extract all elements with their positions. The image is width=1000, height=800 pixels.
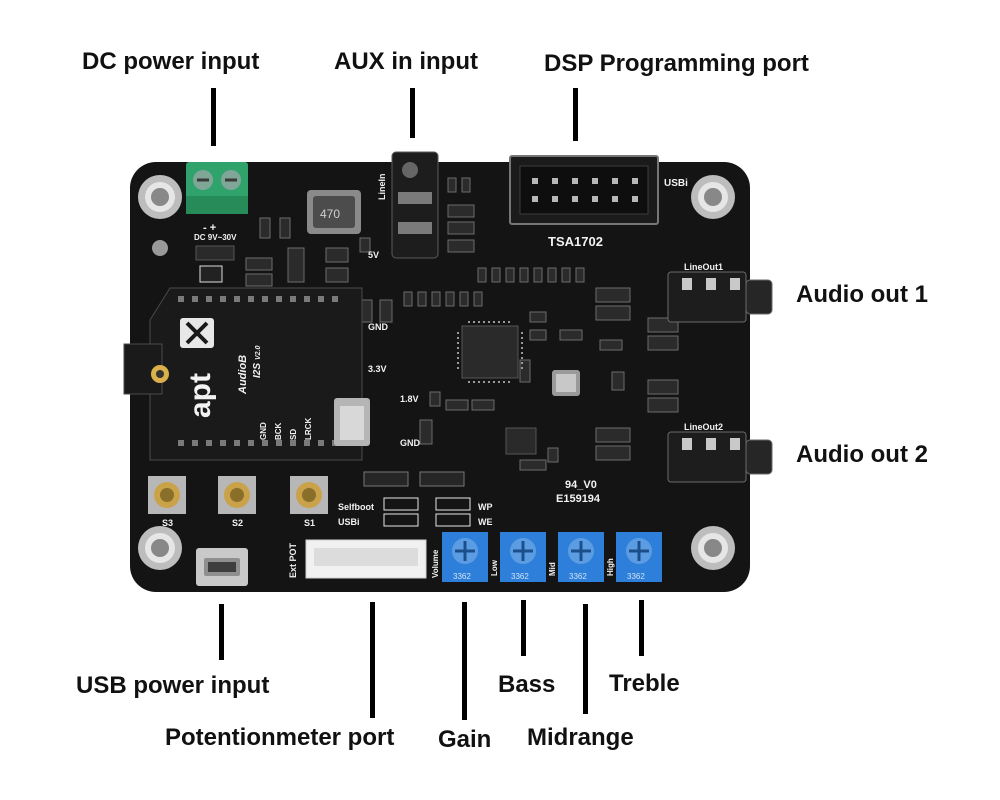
leader-treble (639, 600, 644, 656)
pin-bck: BCK (274, 422, 283, 440)
audio-out-2-jack (667, 431, 773, 483)
label-dc-power-input: DC power input (82, 48, 260, 75)
cert-label-2: E159194 (556, 493, 601, 505)
usb-port (196, 548, 248, 586)
dsp-chip (457, 321, 523, 383)
label-audio-out-1: Audio out 1 (796, 281, 928, 308)
pot-volume (442, 532, 488, 582)
button-s3 (148, 476, 186, 514)
audiob-module (123, 287, 370, 461)
aux-jack (391, 151, 439, 259)
button-s1 (290, 476, 328, 514)
pot-low-label: Low (490, 559, 499, 576)
label-gain: Gain (438, 726, 492, 753)
pot-high-label: High (606, 558, 615, 576)
leader-pot-port (370, 602, 375, 718)
pot-high (616, 532, 662, 582)
audio-out-1-jack (667, 271, 773, 323)
dc-terminal-block (186, 162, 248, 214)
leader-dsp-port (573, 88, 578, 141)
cert-label-1: 94_V0 (565, 479, 597, 491)
crystal (552, 370, 580, 396)
pot-code-1: 3362 (453, 572, 471, 581)
module-name: AudioB (237, 355, 249, 395)
dsp-header (509, 155, 659, 225)
pin-lrck: LRCK (304, 418, 313, 440)
v33-label: 3.3V (368, 364, 387, 374)
module-version: V2.0 (255, 345, 262, 360)
pin-gnd: GND (259, 422, 268, 440)
pcb-board (130, 162, 750, 592)
pot-volume-label: Volume (431, 549, 440, 578)
gnd-label-2: GND (400, 438, 421, 448)
pot-code-2: 3362 (511, 572, 529, 581)
ext-pot-header (305, 539, 427, 579)
pot-mid-label: Mid (548, 562, 557, 576)
label-audio-out-2: Audio out 2 (796, 441, 928, 468)
leader-gain (462, 602, 467, 720)
label-midrange: Midrange (527, 724, 634, 751)
usbi-jumper-label: USBi (338, 517, 360, 527)
v5-label: 5V (368, 250, 379, 260)
mounting-hole-top-left (138, 175, 182, 219)
leader-dc-power (211, 88, 216, 146)
label-treble: Treble (609, 670, 680, 697)
mounting-hole-top-right (691, 175, 735, 219)
s3-label: S3 (162, 518, 173, 528)
lineout2-label: LineOut2 (684, 422, 723, 432)
amp-chip (505, 427, 537, 455)
ext-pot-label: Ext POT (288, 542, 298, 578)
label-dsp-programming-port: DSP Programming port (544, 50, 809, 77)
leader-bass (521, 600, 526, 656)
lineout1-label: LineOut1 (684, 262, 723, 272)
label-usb-power-input: USB power input (76, 672, 270, 699)
board-name: TSA1702 (548, 234, 603, 249)
inductor-label: 470 (320, 207, 340, 221)
label-aux-in-input: AUX in input (334, 48, 478, 75)
pot-code-4: 3362 (627, 572, 645, 581)
label-bass: Bass (498, 671, 556, 698)
wp-label: WP (478, 502, 493, 512)
mounting-hole-bottom-left (138, 526, 182, 570)
usbi-top-label: USBi (664, 178, 688, 189)
button-s2 (218, 476, 256, 514)
selfboot-label: Selfboot (338, 502, 374, 512)
dc-range-label: DC 9V~30V (194, 233, 237, 242)
leader-usb-power (219, 604, 224, 660)
pot-low (500, 532, 546, 582)
leader-midrange (583, 604, 588, 714)
module-model: I2S (252, 363, 263, 378)
jumper-block (363, 471, 471, 527)
label-potentiometer-port: Potentionmeter port (165, 724, 395, 751)
leader-aux-in (410, 88, 415, 138)
line-in-label: LineIn (377, 174, 387, 201)
s1-label: S1 (304, 518, 315, 528)
pot-mid (558, 532, 604, 582)
pot-code-3: 3362 (569, 572, 587, 581)
s2-label: S2 (232, 518, 243, 528)
inductor-470 (307, 190, 361, 234)
mounting-hole-bottom-right (691, 526, 735, 570)
dc-polarity-label: - + (203, 222, 216, 234)
pin-sd: SD (289, 429, 298, 440)
we-label: WE (478, 517, 493, 527)
gnd-label-1: GND (368, 322, 389, 332)
v18-label: 1.8V (400, 394, 419, 404)
module-brand: apt (184, 373, 217, 418)
